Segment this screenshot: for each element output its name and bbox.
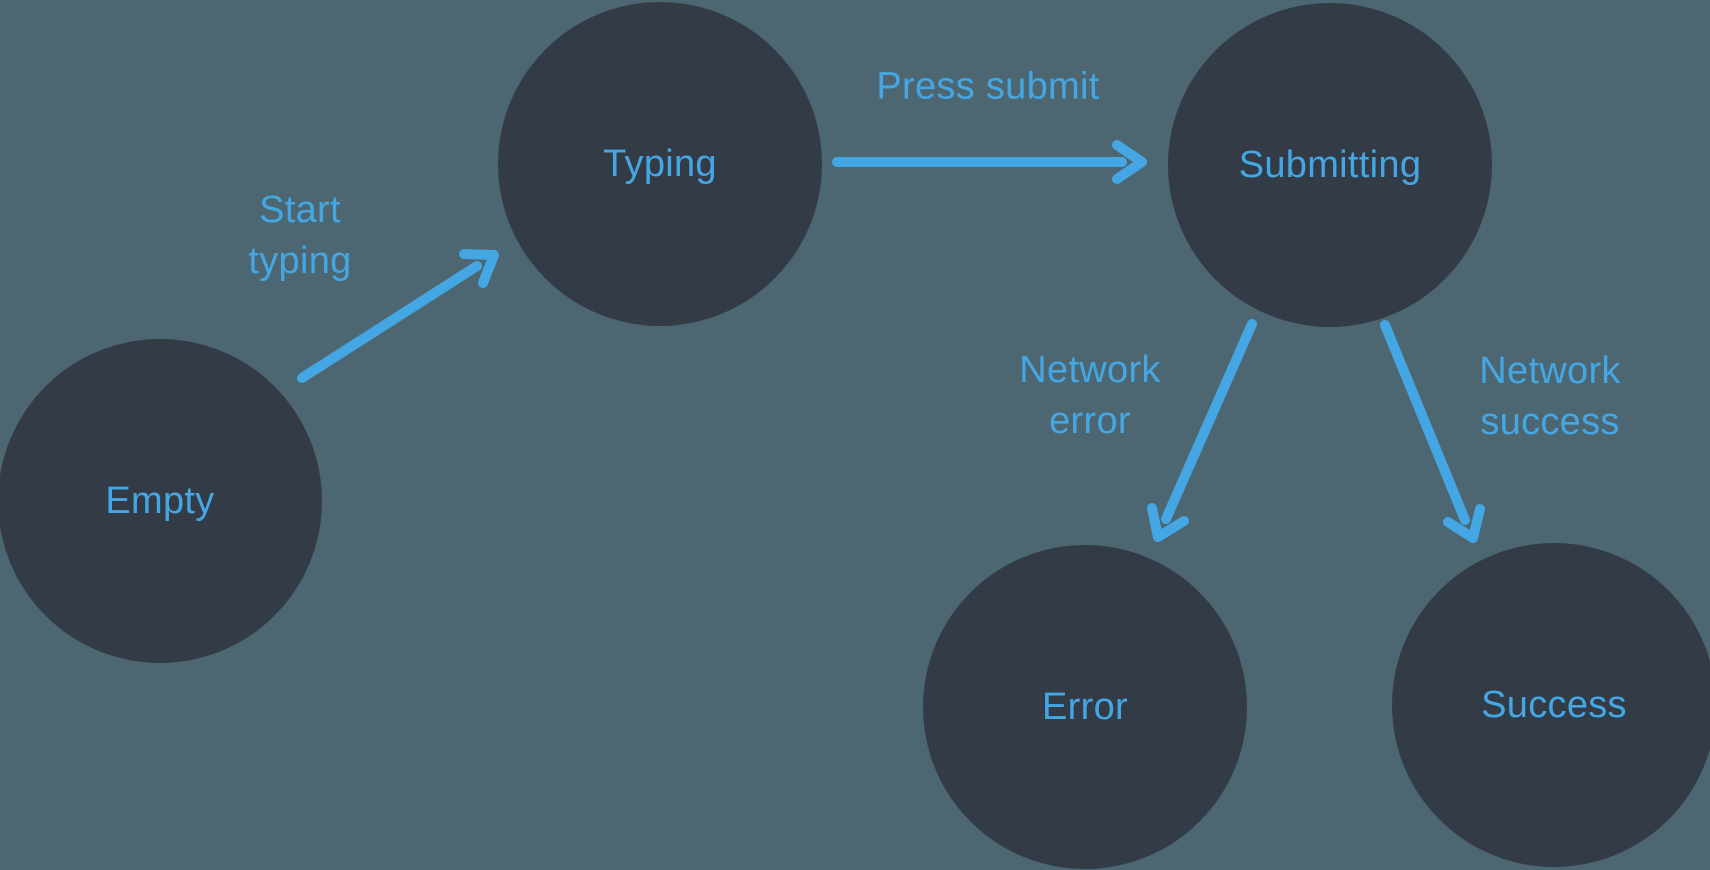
arrowhead-icon	[1147, 503, 1189, 542]
transition-label-line: success	[1480, 401, 1620, 443]
transition-label-line: Press submit	[876, 65, 1100, 108]
state-node-success: Success	[1392, 543, 1710, 867]
transition-label-press-submit: Press submit	[876, 62, 1099, 113]
transition-arrow-submitting-to-error	[1147, 319, 1257, 542]
state-node-empty: Empty	[0, 339, 322, 663]
arrowhead-icon	[1443, 504, 1485, 543]
arrowhead-icon	[1112, 140, 1147, 184]
arrow-shaft	[297, 261, 482, 383]
transition-label-line: Network	[1479, 350, 1621, 392]
state-node-typing: Typing	[498, 2, 822, 326]
state-label: Error	[1042, 685, 1128, 728]
transition-arrow-submitting-to-success	[1380, 320, 1485, 543]
transition-label-start-typing: Start typing	[248, 185, 351, 287]
state-node-error: Error	[923, 545, 1247, 869]
state-node-submitting: Submitting	[1168, 3, 1492, 327]
transition-label-line: Network	[1019, 349, 1161, 391]
arrow-shaft	[1380, 320, 1470, 525]
transition-arrow-typing-to-submitting	[832, 140, 1147, 184]
transition-label-network-success: Network success	[1479, 346, 1620, 448]
state-label: Success	[1481, 683, 1627, 726]
transition-label-network-error: Network error	[1019, 345, 1160, 447]
state-label: Empty	[105, 479, 215, 522]
arrowhead-icon	[459, 249, 499, 288]
state-label: Submitting	[1238, 143, 1422, 186]
transition-label-line: error	[1049, 400, 1131, 442]
transition-label-line: typing	[248, 240, 352, 282]
transition-arrow-empty-to-typing	[297, 249, 499, 383]
transition-label-line: Start	[259, 189, 341, 231]
arrow-shaft	[1161, 319, 1257, 524]
state-label: Typing	[603, 142, 717, 185]
